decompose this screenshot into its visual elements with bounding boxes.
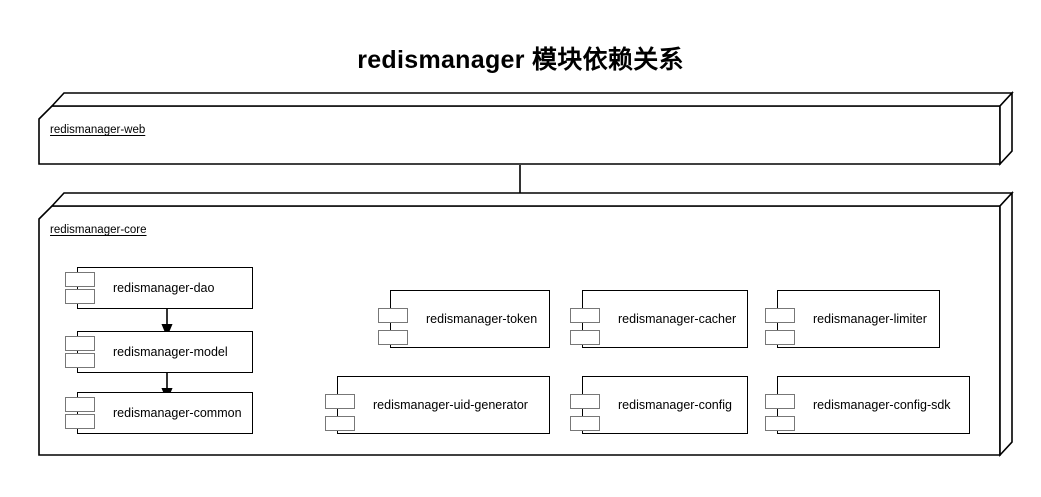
component-label-redismanager-dao: redismanager-dao [113,280,215,295]
component-redismanager-model[interactable]: redismanager-model [65,331,253,373]
component-tab-lower-icon [65,353,95,368]
component-body [582,290,748,348]
component-tab-upper-icon [325,394,355,409]
component-redismanager-config-sdk[interactable]: redismanager-config-sdk [765,376,970,434]
component-label-redismanager-config: redismanager-config [618,397,732,412]
component-redismanager-uid-generator[interactable]: redismanager-uid-generator [325,376,550,434]
component-body [777,290,940,348]
component-body [77,392,253,434]
component-redismanager-token[interactable]: redismanager-token [378,290,550,348]
component-redismanager-common[interactable]: redismanager-common [65,392,253,434]
component-redismanager-cacher[interactable]: redismanager-cacher [570,290,748,348]
component-tab-upper-icon [765,394,795,409]
component-label-redismanager-token: redismanager-token [426,311,538,326]
component-body [77,331,253,373]
component-tab-lower-icon [325,416,355,431]
package-label-redismanager-core: redismanager-core [50,224,147,236]
component-body [777,376,970,434]
package-redismanager-web[interactable]: redismanager-web [38,90,1014,177]
component-label-redismanager-common: redismanager-common [113,405,242,420]
component-tab-upper-icon [65,272,95,287]
component-label-redismanager-cacher: redismanager-cacher [618,311,737,326]
component-label-redismanager-uid-generator: redismanager-uid-generator [373,397,528,412]
component-tab-lower-icon [65,414,95,429]
component-redismanager-dao[interactable]: redismanager-dao [65,267,253,309]
page-title: redismanager 模块依赖关系 [357,46,684,74]
component-label-redismanager-limiter: redismanager-limiter [813,311,927,326]
component-tab-lower-icon [378,330,408,345]
component-redismanager-config[interactable]: redismanager-config [570,376,748,434]
component-body [337,376,550,434]
component-tab-upper-icon [65,397,95,412]
component-tab-upper-icon [570,308,600,323]
component-label-redismanager-config-sdk: redismanager-config-sdk [813,397,951,412]
component-tab-upper-icon [570,394,600,409]
component-tab-lower-icon [570,416,600,431]
component-label-redismanager-model: redismanager-model [113,344,228,359]
package-web-shape [38,90,1014,167]
component-tab-upper-icon [765,308,795,323]
component-tab-lower-icon [765,416,795,431]
component-body [77,267,253,309]
component-tab-lower-icon [765,330,795,345]
package-label-redismanager-web: redismanager-web [50,124,146,136]
component-redismanager-limiter[interactable]: redismanager-limiter [765,290,940,348]
component-tab-upper-icon [378,308,408,323]
component-body [390,290,550,348]
component-tab-lower-icon [65,289,95,304]
component-tab-upper-icon [65,336,95,351]
dependency-arrow-dao-to-model [161,309,173,338]
component-tab-lower-icon [570,330,600,345]
